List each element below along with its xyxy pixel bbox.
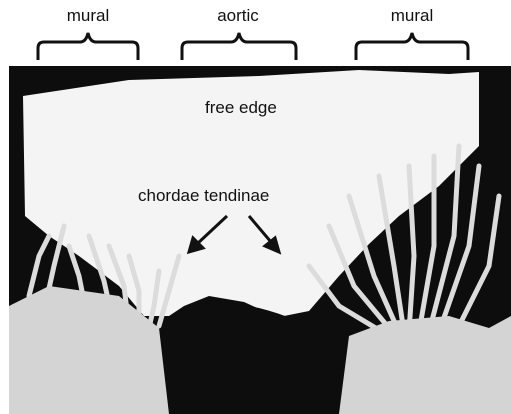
aortic-brace <box>180 30 298 62</box>
mural-right-brace <box>354 30 470 62</box>
mural-left-brace <box>36 30 140 62</box>
valve-photograph <box>9 66 511 414</box>
mural-right-label: mural <box>352 6 472 26</box>
mural-left-label: mural <box>28 6 148 26</box>
chordae-tendinae-label: chordae tendinae <box>138 186 269 206</box>
aortic-label: aortic <box>178 6 298 26</box>
free-edge-label: free edge <box>205 98 277 118</box>
